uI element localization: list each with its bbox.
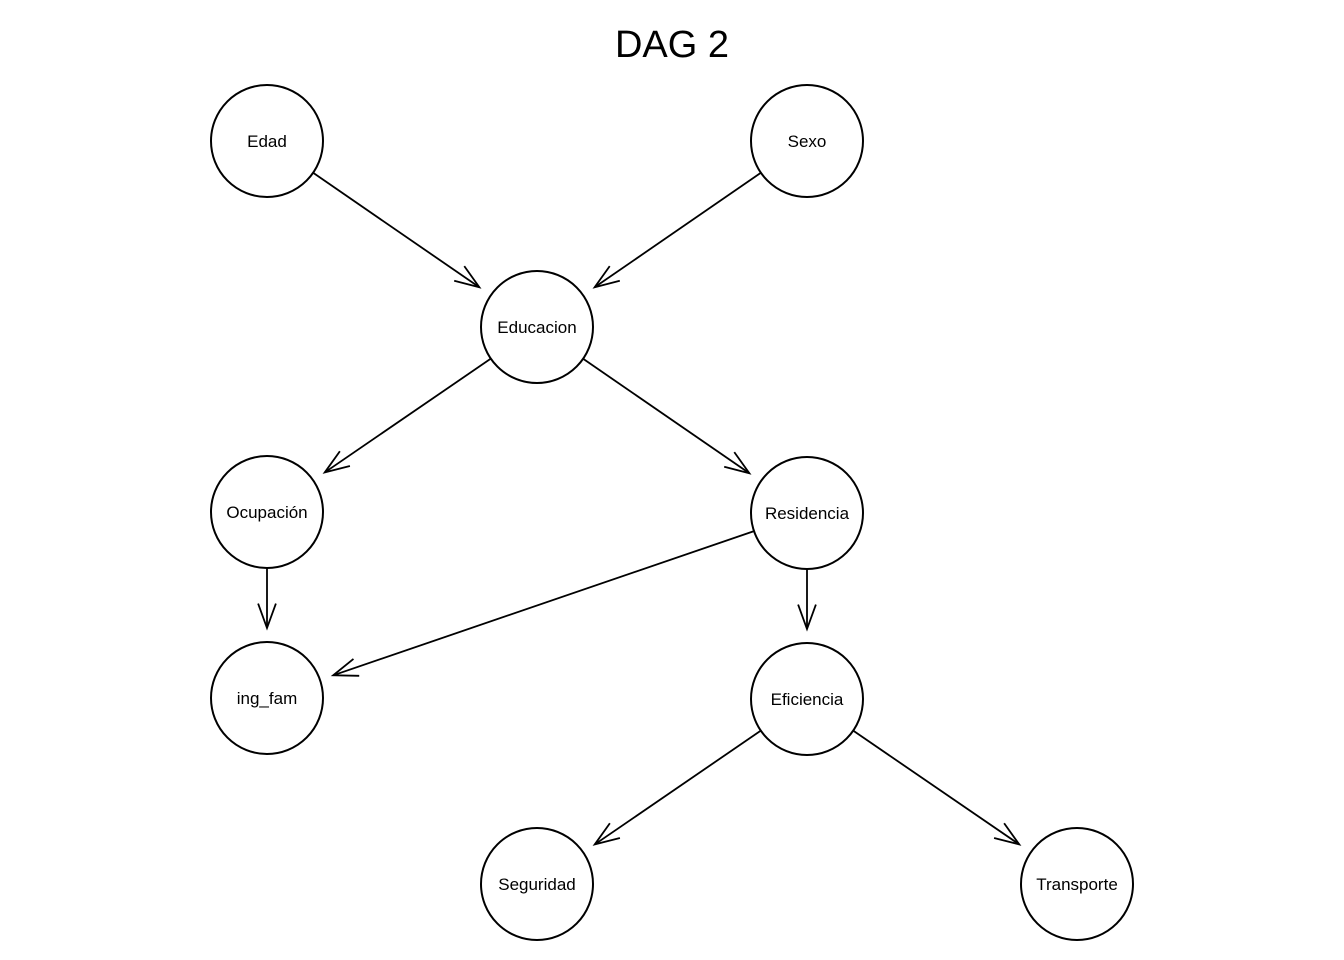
node-label: Edad bbox=[247, 132, 287, 151]
arrowhead-icon bbox=[322, 450, 351, 474]
node-circle bbox=[1020, 827, 1134, 941]
node-ing_fam: ing_fam bbox=[210, 641, 324, 755]
node-educacion: Educacion bbox=[480, 270, 594, 384]
edge-residencia-to-ing_fam bbox=[330, 530, 755, 677]
node-label: ing_fam bbox=[237, 689, 297, 708]
edge-line bbox=[594, 729, 762, 846]
node-residencia: Residencia bbox=[750, 456, 864, 570]
node-ocupacion: Ocupación bbox=[210, 455, 324, 569]
edge-eficiencia-to-transporte bbox=[852, 729, 1022, 846]
node-circle bbox=[480, 827, 594, 941]
node-label: Eficiencia bbox=[771, 690, 844, 709]
node-circle bbox=[210, 641, 324, 755]
arrowhead-icon bbox=[330, 658, 360, 677]
edge-line bbox=[324, 357, 492, 474]
edge-sexo-to-educacion bbox=[592, 172, 762, 289]
edge-edad-to-educacion bbox=[312, 172, 482, 289]
edge-eficiencia-to-seguridad bbox=[592, 729, 762, 846]
node-label: Educacion bbox=[497, 318, 576, 337]
node-circle bbox=[210, 455, 324, 569]
node-transporte: Transporte bbox=[1020, 827, 1134, 941]
edge-ocupacion-to-ing_fam bbox=[257, 568, 277, 631]
node-eficiencia: Eficiencia bbox=[750, 642, 864, 756]
edge-educacion-to-ocupacion bbox=[322, 357, 492, 474]
node-label: Residencia bbox=[765, 504, 850, 523]
arrowhead-icon bbox=[993, 822, 1022, 846]
edge-line bbox=[332, 530, 755, 677]
node-seguridad: Seguridad bbox=[480, 827, 594, 941]
arrowhead-icon bbox=[797, 604, 817, 632]
node-circle bbox=[210, 84, 324, 198]
node-edad: Edad bbox=[210, 84, 324, 198]
node-label: Transporte bbox=[1036, 875, 1118, 894]
diagram-title: DAG 2 bbox=[615, 24, 729, 66]
node-circle bbox=[480, 270, 594, 384]
node-label: Ocupación bbox=[226, 503, 307, 522]
arrowhead-icon bbox=[592, 265, 621, 289]
arrowhead-icon bbox=[257, 603, 277, 631]
node-label: Seguridad bbox=[498, 875, 576, 894]
edges-group bbox=[257, 172, 1022, 846]
arrowhead-icon bbox=[453, 265, 482, 289]
edge-residencia-to-eficiencia bbox=[797, 569, 817, 632]
edge-line bbox=[852, 729, 1020, 846]
node-circle bbox=[750, 84, 864, 198]
node-circle bbox=[750, 456, 864, 570]
edge-line bbox=[582, 358, 750, 475]
edge-educacion-to-residencia bbox=[582, 358, 752, 475]
arrowhead-icon bbox=[592, 822, 621, 846]
edge-line bbox=[312, 172, 480, 289]
edge-line bbox=[594, 172, 762, 289]
arrowhead-icon bbox=[723, 451, 752, 475]
node-sexo: Sexo bbox=[750, 84, 864, 198]
node-circle bbox=[750, 642, 864, 756]
node-label: Sexo bbox=[788, 132, 827, 151]
